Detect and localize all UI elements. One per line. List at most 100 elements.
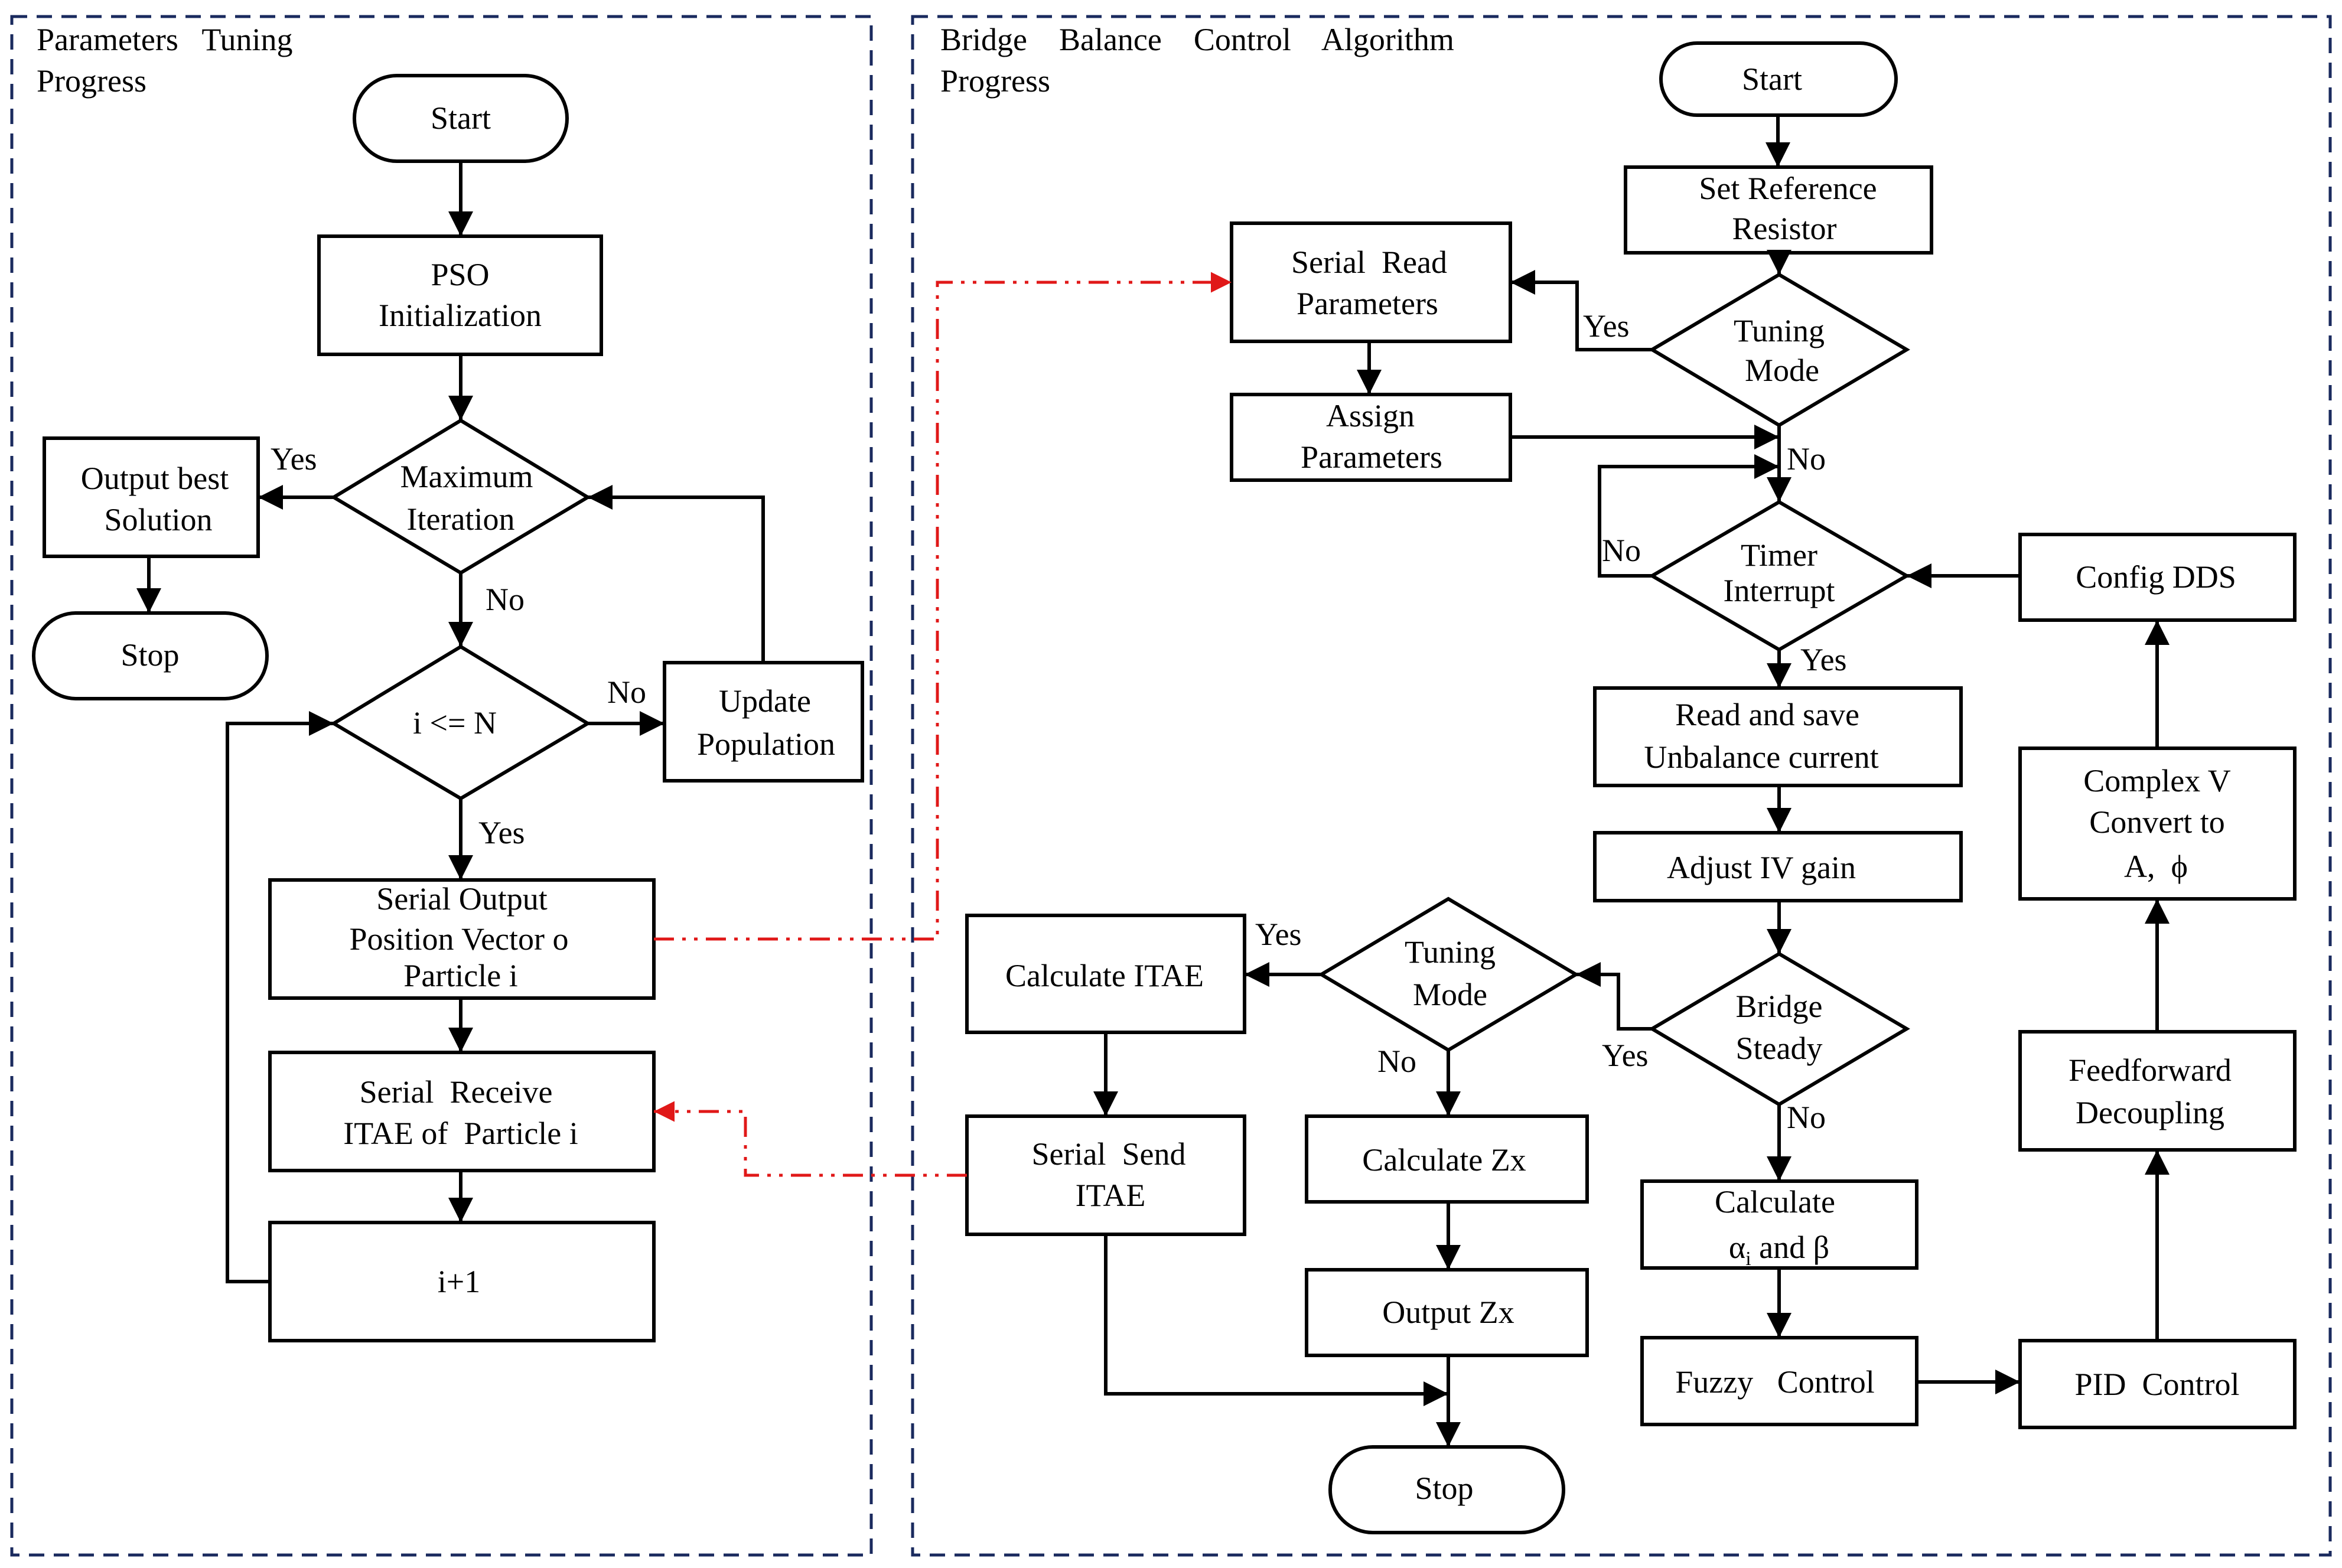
label-yes-bridge: Yes [1602,1038,1649,1073]
serial-send-label-1: Serial Send [1032,1136,1186,1172]
loop-condition-label: i <= N [413,705,497,741]
wire-serial-send-to-stop [1104,1234,1448,1406]
bridge-steady-label-1: Bridge [1736,989,1823,1024]
left-panel-border [10,15,873,1557]
label-no-condition: No [607,674,646,710]
set-reference-label-1: Set Reference [1699,171,1877,206]
tuning-mode-2-label-1: Tuning [1405,934,1496,970]
calculate-zx-box [1305,1114,1589,1204]
label-no-bridge: No [1787,1100,1826,1135]
read-save-label-1: Read and save [1675,697,1859,732]
label-yes-tuning2: Yes [1255,917,1302,952]
calculate-alpha-beta-box [1640,1179,1918,1270]
serial-read-parameters-box [1230,221,1512,343]
pso-initialization-label-2: Initialization [379,298,542,333]
tuning-mode-1-label-2: Mode [1745,353,1819,388]
serial-read-label-2: Parameters [1297,286,1438,321]
label-no-maxiter: No [486,582,525,617]
maximum-iteration-label-1: Maximum [400,459,533,494]
serial-send-itae-box [965,1114,1246,1236]
right-stop-label: Stop [1415,1471,1473,1506]
wire-update-to-maxiter [588,485,765,663]
left-panel-title-line2: Progress [37,63,146,99]
read-save-label-2: Unbalance current [1644,739,1878,775]
alpha-subscript: i [1745,1248,1751,1270]
serial-receive-box [268,1051,656,1172]
read-save-unbalance-box [1593,686,1963,787]
serial-receive-label-1: Serial Receive [360,1074,553,1110]
left-start-label: Start [431,100,491,136]
serial-send-label-2: ITAE [1076,1178,1146,1213]
wire-timer-no-loop [1598,454,1779,578]
serial-output-label-3: Particle i [403,958,517,993]
maximum-iteration-decision [330,418,591,575]
label-no-timer: No [1602,533,1641,568]
calculate-alpha-beta-label-2: αi and β [1729,1230,1829,1270]
alpha-symbol: α [1729,1230,1745,1265]
assign-parameters-label-1: Assign [1326,398,1415,433]
right-panel-title-line2: Progress [940,63,1050,99]
link-serial-output-to-serial-read [654,272,1232,941]
update-population-box [663,661,864,783]
link-serial-send-to-serial-receive [654,1101,967,1177]
set-reference-label-2: Resistor [1732,211,1836,246]
label-yes-maxiter: Yes [271,441,317,477]
wire-tuning1-to-serial-read [1510,270,1652,351]
left-stop-label: Stop [120,637,179,673]
assign-parameters-box [1230,393,1512,482]
update-population-label-2: Population [697,726,835,762]
complex-v-label-1: Complex V [2083,763,2231,798]
timer-interrupt-label-2: Interrupt [1724,573,1835,608]
label-no-tuning2: No [1377,1044,1416,1079]
calculate-itae-label: Calculate ITAE [1005,958,1204,993]
label-no-tuning1: No [1787,441,1826,477]
label-yes-timer: Yes [1800,642,1847,677]
feedforward-decoupling-box [2018,1030,2297,1152]
maximum-iteration-label-2: Iteration [407,501,515,537]
right-panel-title-line1: Bridge Balance Control Algorithm [940,22,1454,57]
complex-v-label-3: A, ϕ [2124,849,2188,884]
calculate-itae-box [965,914,1246,1034]
and-beta-text: and β [1751,1230,1829,1265]
config-dds-label: Config DDS [2076,559,2236,595]
serial-receive-label-2: ITAE of Particle i [343,1116,578,1151]
output-zx-label: Output Zx [1382,1295,1514,1330]
feedforward-label-1: Feedforward [2069,1052,2232,1088]
fuzzy-control-label: Fuzzy Control [1675,1364,1874,1400]
increment-label: i+1 [438,1264,480,1299]
label-yes-tuning1: Yes [1583,308,1630,344]
timer-interrupt-label-1: Timer [1741,537,1817,573]
tuning-mode-decision-1 [1649,272,1910,428]
calculate-alpha-beta-label-1: Calculate [1715,1184,1835,1220]
right-start-label: Start [1742,61,1802,97]
pid-control-box [2018,1339,2297,1429]
serial-read-label-1: Serial Read [1291,245,1447,280]
feedforward-label-2: Decoupling [2076,1095,2224,1130]
output-best-solution-label-1: Output best [81,461,229,496]
update-population-label-1: Update [719,683,811,719]
wire-bridge-to-tuning2 [1576,962,1652,1031]
output-best-solution-label-2: Solution [104,502,212,537]
wire-increment-loop-back [226,711,334,1283]
pid-control-label: PID Control [2074,1367,2239,1402]
serial-output-label-2: Position Vector o [349,921,568,957]
pso-initialization-label-1: PSO [431,257,489,292]
serial-output-label-1: Serial Output [376,881,547,917]
bridge-steady-label-2: Steady [1736,1031,1823,1066]
fuzzy-control-box [1640,1336,1918,1426]
assign-parameters-label-2: Parameters [1301,439,1442,475]
set-reference-resistor-box [1624,165,1933,255]
label-yes-condition: Yes [478,815,525,850]
adjust-iv-gain-label: Adjust IV gain [1667,850,1856,885]
complex-v-convert-box [2018,746,2297,901]
pso-initialization-box [317,234,603,356]
tuning-mode-2-label-2: Mode [1413,977,1487,1012]
bridge-steady-decision [1649,951,1910,1107]
tuning-mode-decision-2 [1318,897,1579,1052]
complex-v-label-2: Convert to [2089,804,2224,840]
tuning-mode-1-label-1: Tuning [1734,313,1825,348]
right-panel-border [911,15,2332,1557]
calculate-zx-label: Calculate Zx [1362,1142,1526,1178]
output-best-solution-box [43,436,260,558]
